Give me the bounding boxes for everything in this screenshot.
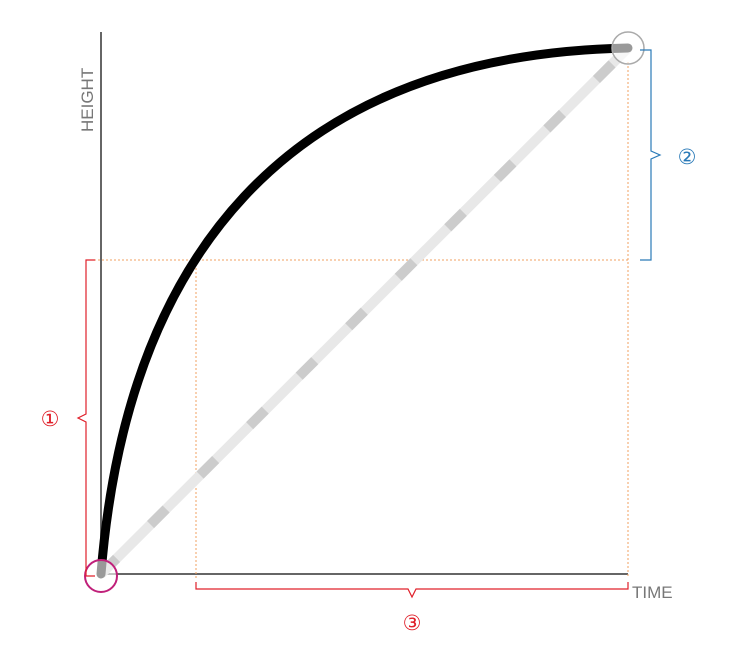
x-axis-label: TIME xyxy=(632,583,673,602)
marker-three: ③ xyxy=(403,611,422,635)
bracket-three: ③ xyxy=(195,582,629,635)
y-axis-label: HEIGHT xyxy=(78,68,97,132)
start-point-circle xyxy=(84,559,118,593)
bracket-two-shape xyxy=(640,49,662,261)
height-curve xyxy=(96,43,633,579)
marker-two: ② xyxy=(678,145,697,169)
end-point-circle xyxy=(611,31,645,65)
axes: HEIGHT TIME xyxy=(78,32,673,602)
bracket-one: ① xyxy=(41,259,95,577)
bracket-three-shape xyxy=(195,582,629,599)
guide-lines xyxy=(90,62,629,578)
diagonal-base xyxy=(97,44,632,578)
bracket-one-shape xyxy=(76,259,95,577)
marker-one: ① xyxy=(41,407,60,431)
linear-line xyxy=(97,44,632,578)
bracket-two: ② xyxy=(640,49,697,261)
